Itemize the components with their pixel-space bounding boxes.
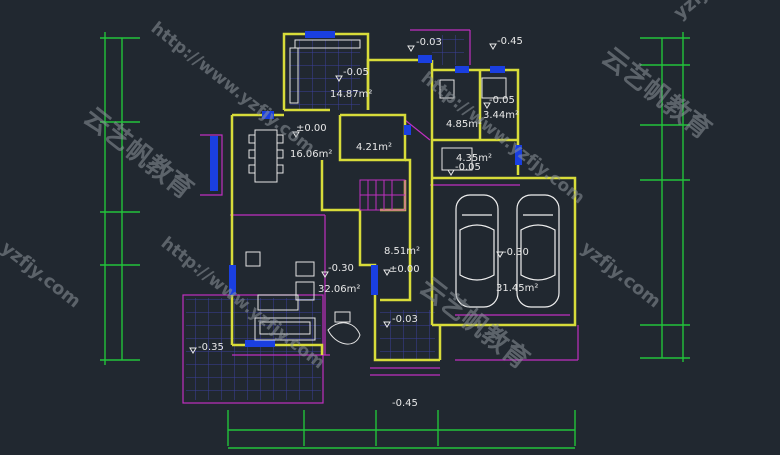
dimension-lines [100,32,690,449]
watermark-short-top-right: yzfjy.com [670,0,756,24]
level-markers [189,43,504,354]
watermark-short-left: yzfjy.com [0,237,85,312]
level-dining: ±0.00 [296,123,327,134]
porch-floor-tiles [380,310,435,360]
kitchen-counter [294,39,361,49]
kitchen-floor-tiles [290,40,360,110]
level-garage: -0.30 [503,247,529,258]
area-bath-a: 4.85m² [446,119,482,130]
auxiliary-lines [182,29,579,404]
windows [210,31,522,347]
area-stair-hall: 8.51m² [384,246,420,257]
level-corridor: -0.05 [455,162,481,173]
area-kitchen: 14.87m² [330,89,372,100]
level-top-right-b: -0.45 [497,36,523,47]
area-dining: 16.06m² [290,149,332,160]
area-storage: 4.21m² [356,142,392,153]
dining-table [254,129,278,183]
coffee-table [257,294,299,311]
cars [455,194,560,308]
level-porch: -0.03 [392,314,418,325]
staircase [359,179,406,211]
area-garage: 31.45m² [496,283,538,294]
level-entry: ±0.00 [389,264,420,275]
furniture [245,39,507,345]
level-right-small: -0.05 [489,95,515,106]
level-living: -0.30 [328,263,354,274]
level-top-left-room: -0.05 [343,67,369,78]
piano [327,322,361,345]
entry-top-tiles [432,35,464,65]
area-bath-b: 3.44m² [483,110,519,121]
area-living: 32.06m² [318,284,360,295]
level-terrace: -0.35 [198,342,224,353]
watermark-short-right: yzfjy.com [577,237,665,312]
walls [230,32,577,362]
area-corridor: 4.35m² [456,153,492,164]
washer [441,147,473,171]
watermark-brand-right: 云艺帆教育 [596,41,718,145]
toilet [439,79,455,99]
watermark-url-right: http://www.yzfjy.com [417,68,588,208]
level-bottom: -0.45 [392,398,418,409]
terrace-floor-tiles [186,298,321,400]
level-top-right-a: -0.03 [416,37,442,48]
armchair [295,261,315,277]
watermark-brand-left: 云艺帆教育 [78,101,200,205]
bathtub [481,77,507,99]
sofa [254,317,316,341]
